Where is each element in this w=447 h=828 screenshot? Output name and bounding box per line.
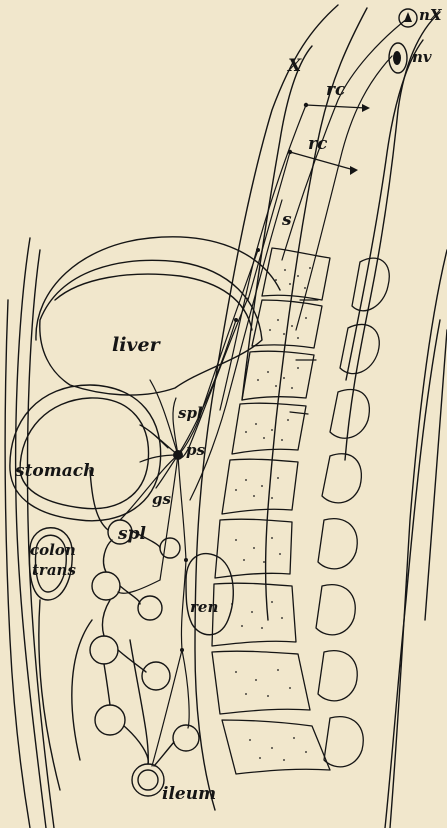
label-rc-lower: rc [308,136,327,153]
intestine-loops [72,470,199,796]
label-spl-lower: spl [118,526,146,543]
label-gs: gs [152,492,171,507]
label-stomach: stomach [15,463,95,480]
spinous-processes [316,258,389,767]
body-wall [5,238,54,828]
label-nv: nv [412,50,432,65]
label-ps: ps [186,443,205,458]
label-nX: nX [419,8,442,23]
label-colon: colon [30,543,76,558]
label-X: X [288,58,301,75]
label-s: s [282,212,292,229]
label-ileum: ileum [162,786,216,803]
ganglia [173,103,370,652]
label-spl-upper: spl [178,406,203,421]
vertebral-bodies [212,248,330,774]
kidney-outline [186,554,233,635]
spinal-cord-outline [195,5,447,828]
label-rc-upper: rc [326,82,345,99]
liver-outline [36,237,280,395]
label-ren: ren [190,600,218,615]
label-trans: trans [32,563,76,578]
label-liver: liver [112,336,160,355]
